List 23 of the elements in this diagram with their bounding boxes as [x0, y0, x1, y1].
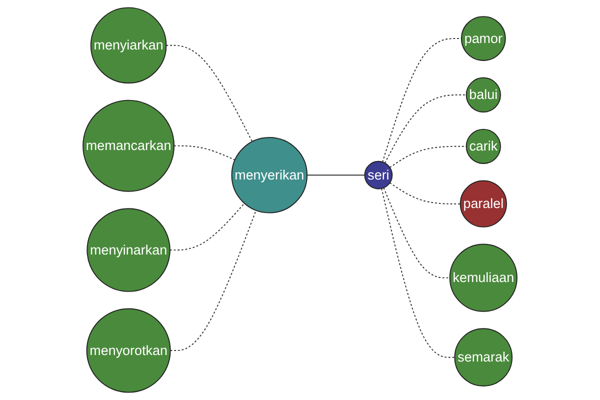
- connector: [174, 145, 236, 160]
- connector: [169, 202, 245, 251]
- node-circle: memancarkan: [82, 100, 175, 192]
- node-circle: pamor: [460, 16, 506, 61]
- connector: [170, 210, 257, 351]
- node-circle: semarak: [454, 328, 513, 387]
- connector: [306, 174, 366, 176]
- connector: [383, 187, 450, 278]
- connector: [389, 146, 467, 168]
- connector: [381, 188, 456, 358]
- node-circle: seri: [364, 160, 393, 190]
- node-circle: kemuliaan: [449, 244, 518, 312]
- connector: [166, 44, 253, 142]
- connector: [389, 182, 461, 204]
- node-circle: balui: [466, 77, 501, 112]
- node-circle: menyerikan: [231, 136, 308, 214]
- node-circle: menyinarkan: [86, 208, 170, 292]
- node-circle: carik: [466, 128, 501, 164]
- node-circle: paralel: [460, 180, 507, 228]
- node-circle: menyiarkan: [90, 7, 167, 84]
- connector: [384, 94, 467, 164]
- node-circle: menyorotkan: [86, 308, 171, 393]
- connector: [382, 38, 462, 162]
